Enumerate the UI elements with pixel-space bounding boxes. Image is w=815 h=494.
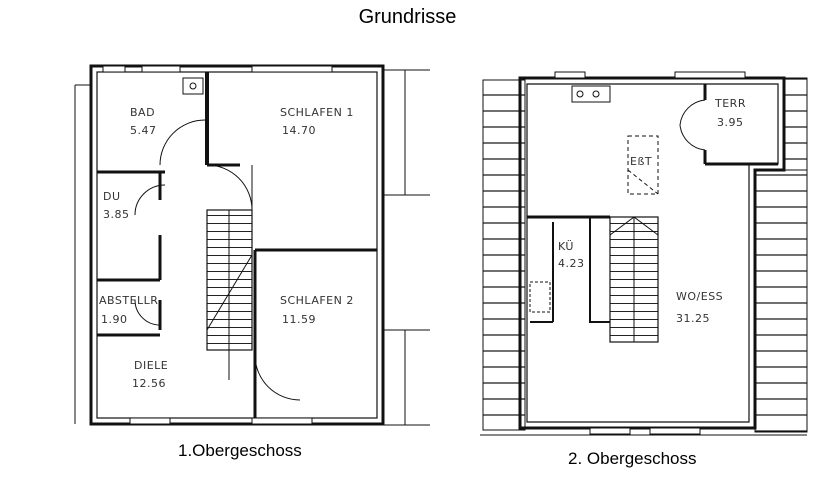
room-name: EßT — [630, 155, 652, 168]
room-name: SCHLAFEN 2 — [280, 294, 354, 307]
plan-2-obergeschoss — [480, 71, 808, 436]
room-name: DIELE — [134, 359, 168, 372]
floor-caption-1og: 1.Obergeschoss — [178, 441, 302, 460]
room-area: 4.23 — [558, 257, 585, 270]
room-name: DU — [103, 190, 121, 203]
room-name: SCHLAFEN 1 — [280, 106, 354, 119]
plan-1-obergeschoss — [74, 64, 430, 426]
room-area: 14.70 — [282, 124, 316, 137]
room-name: TERR — [714, 97, 746, 110]
room-name: KÜ — [558, 240, 574, 253]
floor-caption-2og: 2. Obergeschoss — [568, 449, 697, 468]
room-area: 1.90 — [101, 313, 128, 326]
room-name: BAD — [130, 106, 155, 119]
room-name: ABSTELLR — [99, 294, 158, 307]
room-area: 12.56 — [132, 377, 166, 390]
room-area: 3.85 — [103, 208, 130, 221]
room-area: 31.25 — [676, 312, 710, 325]
room-name: WO/ESS — [676, 290, 723, 303]
page-title: Grundrisse — [358, 6, 457, 28]
rooms-1-og: BAD 5.47 SCHLAFEN 1 14.70 DU 3.85 ABSTEL… — [99, 106, 354, 390]
rooms-2-og: TERR 3.95 EßT KÜ 4.23 WO/ESS 31.25 — [558, 97, 746, 325]
room-area: 5.47 — [130, 124, 157, 137]
room-area: 11.59 — [282, 313, 316, 326]
room-area: 3.95 — [717, 116, 744, 129]
